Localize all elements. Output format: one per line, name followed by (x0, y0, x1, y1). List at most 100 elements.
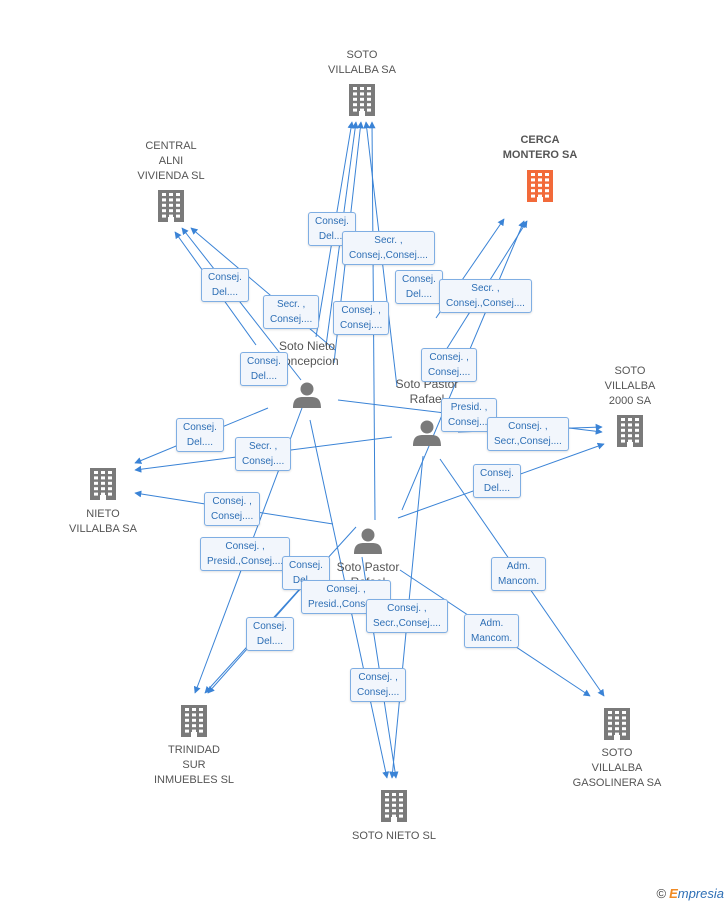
label-line: INMUEBLES SL (153, 774, 235, 786)
label-line: Consej.... (270, 314, 313, 325)
role-box[interactable]: Consej. , Consej.... (333, 301, 390, 335)
role-box[interactable]: Consej. ,Secr.,Consej.... (487, 417, 569, 451)
label-line: Consej. (208, 272, 242, 283)
role-box[interactable]: Consej. , Consej.... (350, 668, 407, 702)
relationship-edge (190, 227, 336, 351)
label-line: Presid.,Consej.... (207, 556, 284, 567)
building-icon[interactable] (349, 84, 375, 116)
label-line: SOTO NIETO SL (352, 830, 436, 842)
label-line: Del.... (256, 636, 284, 647)
role-box[interactable]: Consej.Del.... (395, 270, 443, 304)
label-line: Consej. (253, 621, 287, 632)
label-line: Secr.,Consej.... (373, 618, 441, 629)
label-line: Consej. (289, 560, 323, 571)
empresia-logo-text: mpresia (677, 886, 724, 901)
label-line: Consej. , (225, 541, 265, 552)
company-label-soto-nieto-sl[interactable]: SOTO NIETO SL (352, 829, 436, 844)
label-line: Consej.... (211, 511, 254, 522)
label-line: VILLALBA (604, 380, 656, 392)
label-line: SOTO (601, 747, 633, 759)
label-line: Adm. (479, 618, 504, 629)
company-label-trinidad-sur-inmuebles-sl[interactable]: TRINIDAD SUR INMUEBLES SL (154, 743, 234, 788)
label-line: SOTO (346, 49, 378, 61)
building-icon[interactable] (617, 415, 643, 447)
building-icon[interactable] (181, 705, 207, 737)
label-line: Consej.... (357, 687, 400, 698)
label-line: Consej. , (341, 305, 381, 316)
label-line: Del.... (483, 483, 511, 494)
empresia-watermark: ©Empresia (656, 886, 724, 901)
label-line: SOTO (614, 365, 646, 377)
role-box[interactable]: Consej. Del.... (201, 268, 249, 302)
label-line: Consej. , (212, 496, 252, 507)
role-box[interactable]: Consej.Del.... (473, 464, 521, 498)
building-icon[interactable] (90, 468, 116, 500)
role-box[interactable]: Consej. ,Secr.,Consej.... (366, 599, 448, 633)
role-box[interactable]: Consej. Del.... (176, 418, 224, 452)
label-line: SUR (182, 759, 206, 771)
label-line: VIVIENDA SL (137, 170, 205, 182)
label-line: NIETO (86, 508, 120, 520)
label-line: Consej.... (428, 367, 471, 378)
label-line: Secr. , (374, 235, 403, 246)
building-icon[interactable] (604, 708, 630, 740)
label-line: Presid. , (450, 402, 488, 413)
relationship-edge (204, 526, 357, 694)
label-line: VILLALBA SA (69, 523, 137, 535)
label-line: Del.... (318, 231, 346, 242)
label-line: VILLALBA SA (328, 64, 396, 76)
building-icon[interactable] (527, 170, 553, 202)
label-line: TRINIDAD (168, 744, 220, 756)
person-icon[interactable] (354, 528, 382, 555)
label-line: GASOLINERA SA (572, 777, 662, 789)
label-line: Secr.,Consej.... (494, 436, 562, 447)
label-line: Del.... (186, 437, 214, 448)
company-label-nieto-villalba-sa[interactable]: NIETO VILLALBA SA (69, 507, 137, 537)
role-box[interactable]: Adm. Mancom. (464, 614, 520, 648)
role-box[interactable]: Consej. , Consej.... (204, 492, 261, 526)
label-line: Secr. , (248, 441, 278, 452)
label-line: Consej. (247, 356, 281, 367)
person-icon[interactable] (413, 420, 441, 447)
building-icon[interactable] (158, 190, 184, 222)
company-label-soto-villalba-sa[interactable]: SOTO VILLALBA SA (328, 48, 396, 78)
icons (90, 84, 643, 822)
role-box[interactable]: Consej. , Presid.,Consej.... (200, 537, 291, 571)
role-box[interactable]: Secr. ,Consej.... (263, 295, 320, 329)
label-line: Mancom. (471, 633, 513, 644)
role-box[interactable]: Adm. Mancom. (491, 557, 547, 591)
label-line: Del.... (405, 289, 433, 300)
label-line: Consej. (183, 422, 217, 433)
label-line: Presid.,Consej.... (308, 599, 385, 610)
label-line: Consej.... (448, 417, 491, 428)
label-line: CERCA (520, 134, 560, 146)
label-line: VILLALBA (591, 762, 643, 774)
label-line: Del.... (250, 371, 278, 382)
label-line: Consej.,Consej.... (446, 298, 525, 309)
copyright-symbol: © (656, 886, 667, 901)
label-line: Mancom. (498, 576, 540, 587)
person-icon[interactable] (293, 382, 321, 409)
label-line: 2000 SA (608, 395, 652, 407)
label-line: Secr. , (471, 283, 500, 294)
role-box[interactable]: Consej. Del.... (240, 352, 288, 386)
role-box[interactable]: Secr. , Consej.,Consej.... (439, 279, 532, 313)
role-box[interactable]: Consej. Del.... (246, 617, 294, 651)
label-line: Consej.,Consej.... (349, 250, 428, 261)
label-line: Rafael (409, 392, 445, 406)
label-line: Consej. , (358, 672, 398, 683)
label-line: Del.... (211, 287, 239, 298)
role-box[interactable]: Secr. , Consej.,Consej.... (342, 231, 435, 265)
label-line: Consej.... (242, 456, 285, 467)
role-box[interactable]: Consej. ,Consej.... (421, 348, 478, 382)
label-line: CENTRAL (145, 140, 197, 152)
building-icon[interactable] (381, 790, 407, 822)
company-label-soto-villalba-2000-sa[interactable]: SOTO VILLALBA 2000 SA (605, 364, 656, 409)
role-box[interactable]: Secr. , Consej.... (235, 437, 292, 471)
label-line: Consej.... (340, 320, 383, 331)
company-label-soto-villalba-gasolinera-sa[interactable]: SOTO VILLALBA GASOLINERA SA (573, 746, 662, 791)
label-line: Adm. (506, 561, 531, 572)
